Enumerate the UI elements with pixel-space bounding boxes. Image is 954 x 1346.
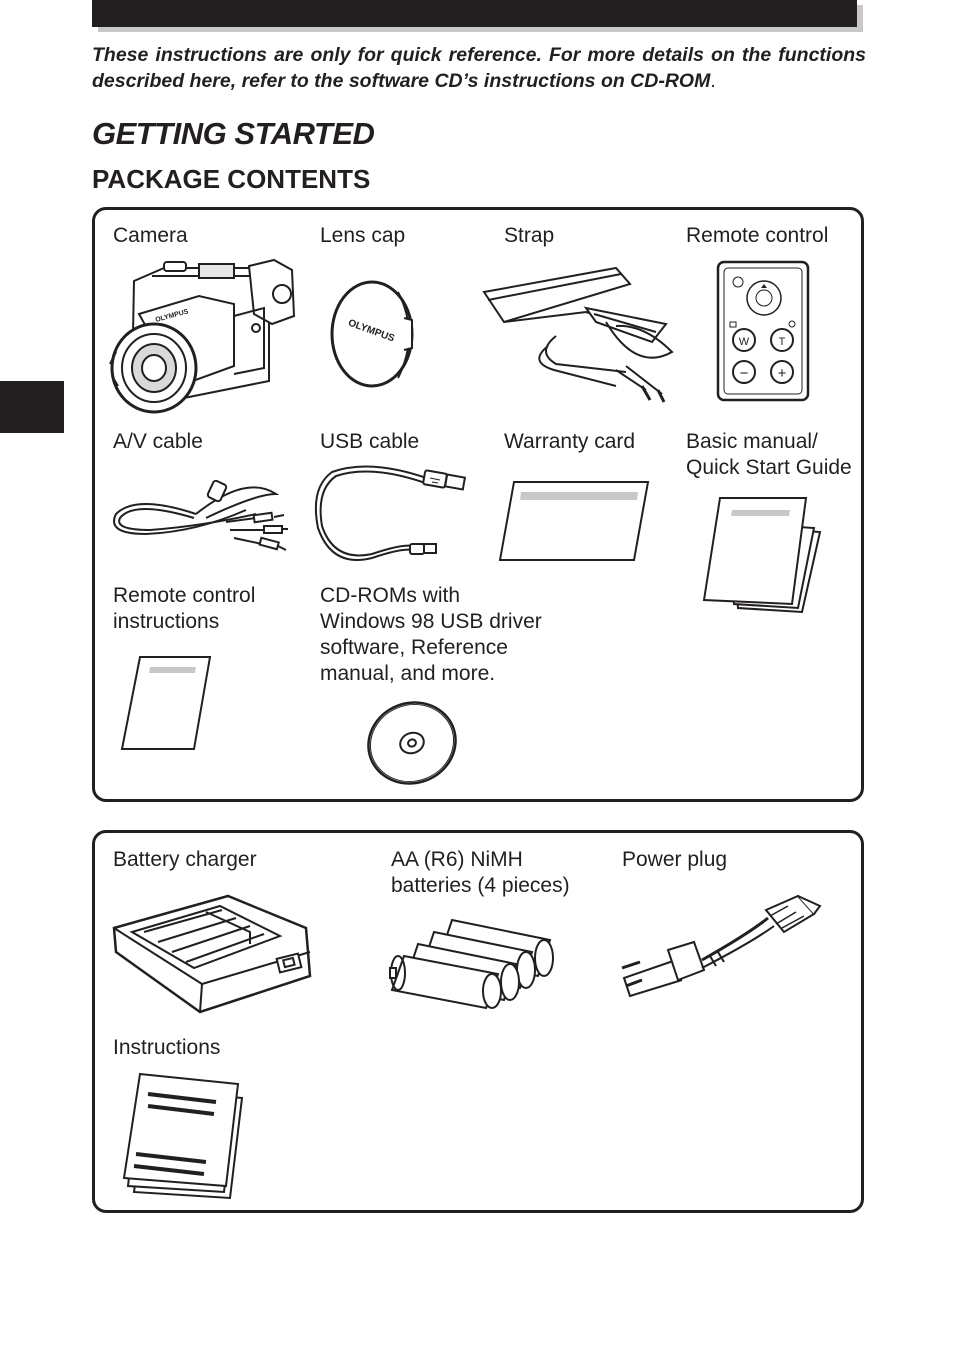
battery-charger-illustration bbox=[110, 892, 314, 1016]
cd-rom-illustration bbox=[364, 700, 460, 786]
package-contents-box bbox=[92, 207, 864, 802]
warranty-card-illustration bbox=[498, 480, 650, 562]
intro-end-mark: . bbox=[710, 70, 716, 92]
section-tab bbox=[0, 381, 64, 433]
item-label-camera: Camera bbox=[113, 224, 188, 247]
item-label-cd-roms: CD-ROMs with Windows 98 USB driver softw… bbox=[320, 584, 542, 685]
remote-wide-button-label: W bbox=[739, 336, 750, 348]
item-label-warranty-card: Warranty card bbox=[504, 430, 636, 453]
item-label-batteries: AA (R6) NiMH batteries (4 pieces) bbox=[391, 848, 570, 897]
section-title: PACKAGE CONTENTS bbox=[92, 164, 371, 194]
item-label-power-plug: Power plug bbox=[622, 848, 728, 871]
lens-cap-illustration: OLYMPUS bbox=[328, 278, 420, 392]
item-label-remote-control: Remote control bbox=[686, 224, 829, 247]
accessories-box bbox=[92, 830, 864, 1213]
item-label-lens-cap: Lens cap bbox=[320, 224, 406, 247]
remote-plus-button-label: + bbox=[778, 365, 787, 382]
header-bar bbox=[92, 0, 857, 27]
remote-tele-button-label: T bbox=[779, 336, 786, 348]
remote-minus-button-label: − bbox=[740, 365, 749, 382]
item-label-strap: Strap bbox=[504, 224, 555, 247]
camera-illustration: OLYMPUS bbox=[104, 256, 304, 418]
item-label-usb-cable: USB cable bbox=[320, 430, 420, 453]
intro-note: These instructions are only for quick re… bbox=[92, 42, 866, 94]
usb-cable-illustration bbox=[312, 458, 470, 570]
item-label-instructions: Instructions bbox=[113, 1036, 221, 1059]
item-label-remote-instructions: Remote control instructions bbox=[113, 584, 256, 633]
page-title: GETTING STARTED bbox=[92, 116, 375, 151]
strap-illustration bbox=[476, 262, 676, 404]
item-label-basic-manual: Basic manual/ Quick Start Guide bbox=[686, 430, 852, 479]
batteries-illustration bbox=[388, 910, 564, 1010]
item-label-battery-charger: Battery charger bbox=[113, 848, 257, 871]
av-cable-illustration bbox=[106, 474, 288, 564]
intro-text: These instructions are only for quick re… bbox=[92, 44, 866, 92]
power-plug-illustration bbox=[618, 890, 822, 1000]
remote-control-illustration: W T − + bbox=[716, 260, 810, 402]
basic-manual-illustration bbox=[702, 496, 826, 614]
remote-instructions-illustration bbox=[120, 655, 214, 751]
instructions-booklet-illustration bbox=[120, 1072, 244, 1200]
item-label-av-cable: A/V cable bbox=[113, 430, 203, 453]
